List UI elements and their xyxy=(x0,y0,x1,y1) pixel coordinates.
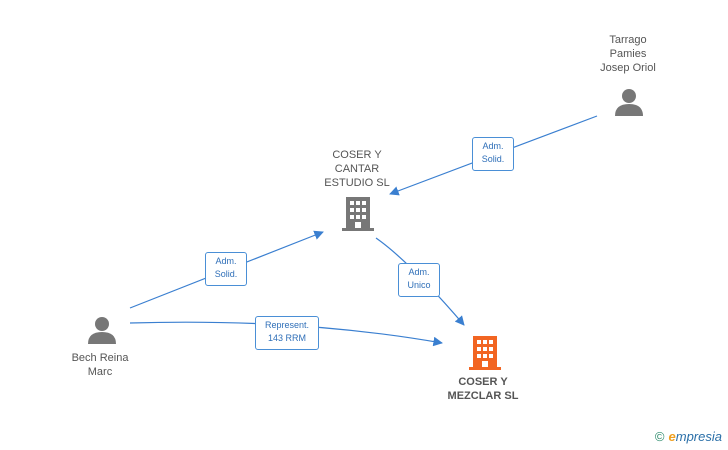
footer-brand[interactable]: ©empresia xyxy=(655,429,722,444)
person-icon[interactable] xyxy=(615,89,643,116)
node-label-tarrago[interactable]: Tarrago Pamies Josep Oriol xyxy=(600,34,656,74)
edge-label-tarrago-to-cantar: Adm. Solid. xyxy=(472,137,514,171)
building-icon-main[interactable] xyxy=(469,336,501,370)
edge-label-cantar-to-mezclar: Adm. Unico xyxy=(398,263,440,297)
building-icon[interactable] xyxy=(342,197,374,231)
node-label-bech[interactable]: Bech Reina Marc xyxy=(71,352,129,378)
node-label-coser-cantar[interactable]: COSER Y CANTAR ESTUDIO SL xyxy=(324,149,390,189)
edge-label-bech-to-cantar: Adm. Solid. xyxy=(205,252,247,286)
brand-logo: empresia xyxy=(668,429,722,444)
person-icon[interactable] xyxy=(88,317,116,344)
node-label-coser-mezclar[interactable]: COSER Y MEZCLAR SL xyxy=(447,376,519,402)
copyright-icon: © xyxy=(654,429,665,444)
edge-label-bech-to-mezclar: Represent. 143 RRM xyxy=(255,316,319,350)
